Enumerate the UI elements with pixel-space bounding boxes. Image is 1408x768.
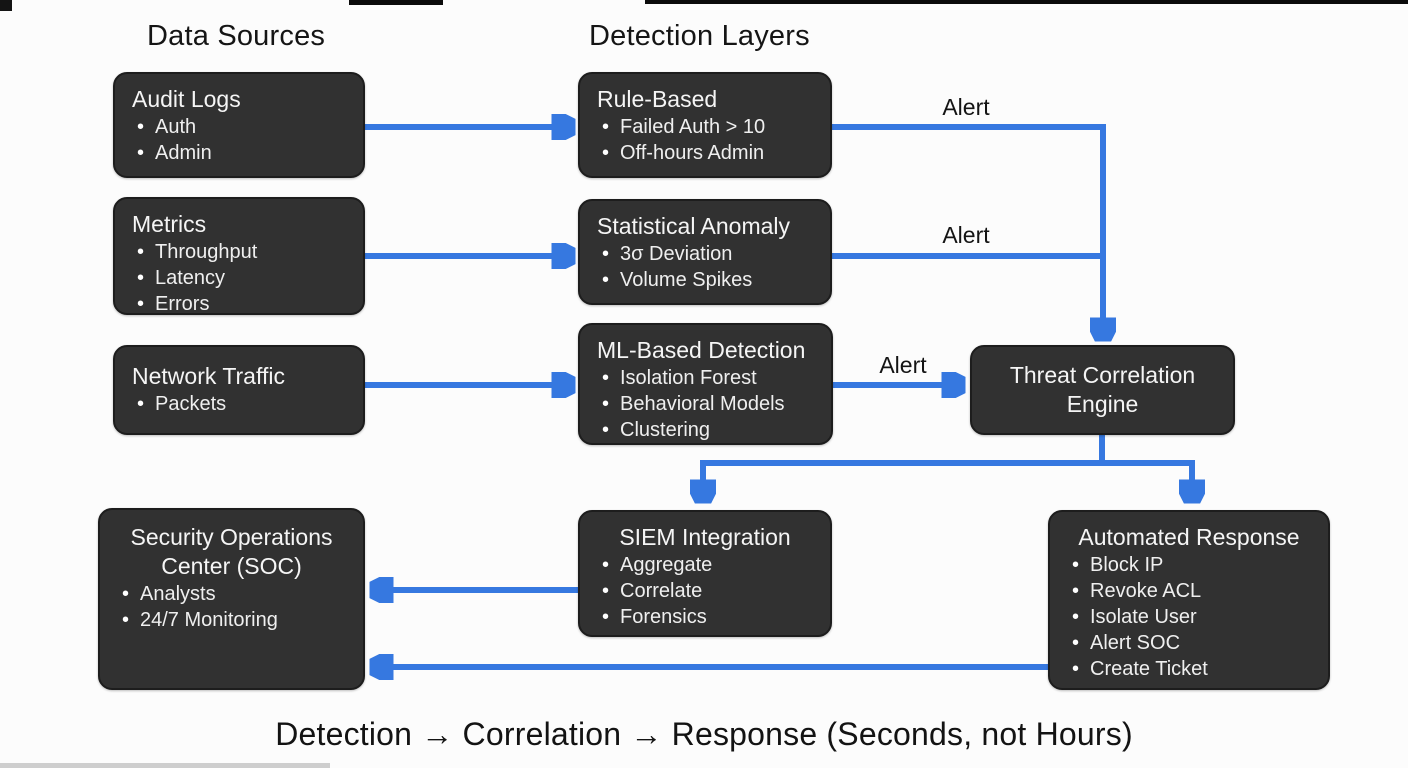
bullet-item: Packets <box>115 391 363 417</box>
node-title: Audit Logs <box>132 86 241 112</box>
node-title: Security Operations Center (SOC) <box>130 524 333 579</box>
node-ml-based-detection: ML-Based Detection Isolation Forest Beha… <box>578 323 833 445</box>
alert-label-rule: Alert <box>942 94 990 120</box>
node-security-operations-center: Security Operations Center (SOC) Analyst… <box>98 508 365 690</box>
node-title: Threat Correlation Engine <box>1009 362 1196 417</box>
scan-artifact-top-1 <box>349 0 443 5</box>
node-threat-correlation-engine: Threat Correlation Engine <box>970 345 1235 435</box>
bullet-item: Isolation Forest <box>580 365 831 391</box>
node-title: Statistical Anomaly <box>597 213 791 239</box>
bullet-item: 24/7 Monitoring <box>100 607 363 633</box>
node-automated-response: Automated Response Block IP Revoke ACL I… <box>1048 510 1330 690</box>
diagram-caption: Detection → Correlation → Response (Seco… <box>275 716 1133 752</box>
bullet-item: Aggregate <box>580 552 830 578</box>
scan-artifact-top-2 <box>645 0 1408 4</box>
node-title: Rule-Based <box>597 86 718 112</box>
bullet-item: Block IP <box>1050 552 1328 578</box>
bullet-item: 3σ Deviation <box>580 241 830 267</box>
node-siem-integration: SIEM Integration Aggregate Correlate For… <box>578 510 832 637</box>
bullet-item: Throughput <box>115 239 363 265</box>
bullet-item: Correlate <box>580 578 830 604</box>
bullet-item: Analysts <box>100 581 363 607</box>
bullet-item: Revoke ACL <box>1050 578 1328 604</box>
bullet-item: Latency <box>115 265 363 291</box>
node-title: Automated Response <box>1078 524 1300 550</box>
node-title: Metrics <box>132 211 207 237</box>
bullet-item: Auth <box>115 114 363 140</box>
header-detection-layers: Detection Layers <box>589 20 810 52</box>
bullet-item: Volume Spikes <box>580 267 830 293</box>
node-audit-logs: Audit Logs Auth Admin <box>113 72 365 178</box>
bullet-item: Admin <box>115 140 363 166</box>
bullet-item: Failed Auth > 10 <box>580 114 830 140</box>
node-network-traffic: Network Traffic Packets <box>113 345 365 435</box>
node-rule-based: Rule-Based Failed Auth > 10 Off-hours Ad… <box>578 72 832 178</box>
bullet-item: Behavioral Models <box>580 391 831 417</box>
bullet-item: Forensics <box>580 604 830 630</box>
node-statistical-anomaly: Statistical Anomaly 3σ Deviation Volume … <box>578 199 832 305</box>
bullet-item: Alert SOC <box>1050 630 1328 656</box>
bullet-item: Create Ticket <box>1050 656 1328 682</box>
scan-artifact-bottom <box>0 763 330 768</box>
alert-label-ml: Alert <box>879 352 927 378</box>
scan-artifact-corner <box>0 0 12 11</box>
header-data-sources: Data Sources <box>147 20 326 52</box>
node-metrics: Metrics Throughput Latency Errors <box>113 197 365 317</box>
node-title: Network Traffic <box>132 363 285 389</box>
bullet-item: Isolate User <box>1050 604 1328 630</box>
node-title: ML-Based Detection <box>597 337 806 363</box>
bullet-item: Clustering <box>580 417 831 443</box>
bullet-item: Off-hours Admin <box>580 140 830 166</box>
bullet-item: Errors <box>115 291 363 317</box>
alert-label-statistical: Alert <box>942 222 990 248</box>
node-title: SIEM Integration <box>619 524 791 550</box>
